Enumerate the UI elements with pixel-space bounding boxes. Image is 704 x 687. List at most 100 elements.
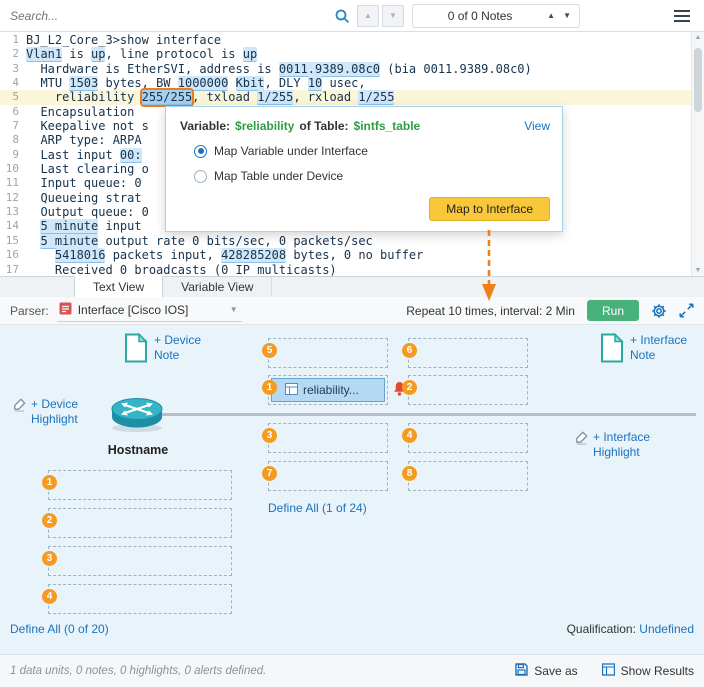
line-number: 9 bbox=[0, 148, 26, 162]
collapse-icon[interactable] bbox=[679, 303, 694, 318]
code-token[interactable]: 00: bbox=[120, 148, 142, 163]
code-text: Received 0 broadcasts (0 IP multicasts) bbox=[26, 263, 337, 277]
code-token[interactable]: 5 minute bbox=[40, 219, 98, 234]
code-text bbox=[228, 76, 235, 90]
interface-wire bbox=[148, 413, 696, 416]
code-text: , rxload bbox=[293, 90, 358, 104]
interface-highlight-icon bbox=[574, 430, 589, 448]
notes-next-button[interactable]: ▼ bbox=[563, 11, 571, 20]
qualification: Qualification: Undefined bbox=[567, 622, 694, 636]
show-results-button[interactable]: Show Results bbox=[602, 663, 694, 679]
notes-prev-button[interactable]: ▲ bbox=[547, 11, 555, 20]
code-text: Last clearing o bbox=[26, 162, 149, 176]
code-line: 5 reliability 255/255, txload 1/255, rxl… bbox=[0, 90, 704, 104]
code-token[interactable]: 5418016 bbox=[55, 248, 106, 263]
router-icon[interactable] bbox=[108, 385, 166, 436]
search-input[interactable] bbox=[0, 9, 330, 23]
search-prev-button[interactable]: ▲ bbox=[357, 5, 379, 27]
code-text: reliability bbox=[26, 90, 142, 104]
map-to-interface-button[interactable]: Map to Interface bbox=[429, 197, 550, 221]
slot-number: 2 bbox=[402, 380, 417, 395]
add-interface-note[interactable]: + Interface Note bbox=[600, 333, 692, 366]
add-interface-highlight[interactable]: + Interface Highlight bbox=[574, 430, 653, 460]
editor-scrollbar[interactable]: ▲ ▼ bbox=[691, 32, 704, 276]
interface-slot-5[interactable]: 5 bbox=[268, 338, 388, 368]
menu-icon[interactable] bbox=[674, 10, 690, 22]
code-text: , txload bbox=[192, 90, 257, 104]
device-note-icon bbox=[124, 333, 148, 366]
code-token[interactable]: up bbox=[91, 47, 105, 62]
add-device-note[interactable]: + Device Note bbox=[124, 333, 206, 366]
chip-label: reliability... bbox=[303, 383, 359, 397]
slot-number: 3 bbox=[42, 551, 57, 566]
option-map-table[interactable]: Map Table under Device bbox=[194, 169, 550, 183]
code-token[interactable]: 1/255 bbox=[257, 90, 293, 105]
code-token[interactable]: 1000000 bbox=[178, 76, 229, 91]
code-line: 16 5418016 packets input, 428285208 byte… bbox=[0, 248, 704, 262]
device-slot-3[interactable]: 3 bbox=[48, 546, 232, 576]
interface-slot-6[interactable]: 6 bbox=[408, 338, 528, 368]
interface-slot-4[interactable]: 4 bbox=[408, 423, 528, 453]
code-token[interactable]: 1503 bbox=[69, 76, 98, 91]
qualification-value-link[interactable]: Undefined bbox=[639, 622, 694, 636]
option-map-variable-label: Map Variable under Interface bbox=[214, 144, 368, 158]
code-text: usec, bbox=[322, 76, 365, 90]
slot-number: 5 bbox=[262, 343, 277, 358]
interface-slot-1-reliability[interactable]: 1 reliability... bbox=[268, 375, 388, 405]
tab-text-view[interactable]: Text View bbox=[74, 276, 163, 298]
add-device-highlight[interactable]: + Device Highlight bbox=[12, 397, 83, 427]
code-text: Encapsulation bbox=[26, 105, 134, 119]
code-token[interactable]: 1/255 bbox=[358, 90, 394, 105]
code-token[interactable]: 5 minute bbox=[40, 234, 98, 249]
parser-value: Interface [Cisco IOS] bbox=[78, 303, 189, 317]
code-token[interactable]: 428285208 bbox=[221, 248, 286, 263]
device-slot-2[interactable]: 2 bbox=[48, 508, 232, 538]
code-token[interactable]: up bbox=[243, 47, 257, 62]
define-all-interface-link[interactable]: Define All (1 of 24) bbox=[268, 501, 367, 515]
scroll-down-icon[interactable]: ▼ bbox=[692, 267, 704, 274]
code-line: 4 MTU 1503 bytes, BW 1000000 Kbit, DLY 1… bbox=[0, 76, 704, 90]
line-number: 8 bbox=[0, 133, 26, 147]
scroll-up-icon[interactable]: ▲ bbox=[692, 34, 704, 41]
option-map-variable[interactable]: Map Variable under Interface bbox=[194, 144, 550, 158]
add-device-note-label: + Device Note bbox=[154, 333, 206, 363]
code-text: packets input, bbox=[105, 248, 221, 262]
radio-unselected-icon bbox=[194, 170, 207, 183]
tab-variable-view[interactable]: Variable View bbox=[163, 277, 272, 297]
line-number: 3 bbox=[0, 62, 26, 76]
code-text bbox=[26, 234, 40, 248]
variable-name: $reliability bbox=[235, 119, 294, 133]
interface-slot-2[interactable]: 2 bbox=[408, 375, 528, 405]
code-token[interactable]: Vlan1 bbox=[26, 47, 62, 62]
option-map-table-label: Map Table under Device bbox=[214, 169, 343, 183]
parser-toolbar: Parser: Interface [Cisco IOS] ▼ Repeat 1… bbox=[0, 297, 704, 325]
scrollbar-thumb[interactable] bbox=[694, 48, 702, 112]
interface-slot-3[interactable]: 3 bbox=[268, 423, 388, 453]
line-number: 4 bbox=[0, 76, 26, 90]
qualification-label: Qualification: bbox=[567, 622, 636, 636]
interface-slot-7[interactable]: 7 bbox=[268, 461, 388, 491]
save-as-button[interactable]: Save as bbox=[515, 663, 577, 679]
device-slot-4[interactable]: 4 bbox=[48, 584, 232, 614]
slot-number: 7 bbox=[262, 466, 277, 481]
variable-chip[interactable]: reliability... bbox=[271, 378, 385, 402]
parser-select[interactable]: Interface [Cisco IOS] ▼ bbox=[57, 300, 242, 322]
selected-variable-token[interactable]: 255/255 bbox=[142, 90, 193, 105]
view-link[interactable]: View bbox=[524, 119, 550, 133]
line-number: 15 bbox=[0, 234, 26, 248]
run-button[interactable]: Run bbox=[587, 300, 639, 321]
code-token[interactable]: Kbit bbox=[236, 76, 265, 91]
device-slot-1[interactable]: 1 bbox=[48, 470, 232, 500]
code-token[interactable]: 10 bbox=[308, 76, 322, 91]
code-text: bytes, BW bbox=[98, 76, 177, 90]
interface-slot-8[interactable]: 8 bbox=[408, 461, 528, 491]
code-text: Input queue: 0 bbox=[26, 176, 142, 190]
define-all-device-link[interactable]: Define All (0 of 20) bbox=[10, 622, 109, 636]
search-icon[interactable] bbox=[330, 4, 354, 28]
search-next-button[interactable]: ▼ bbox=[382, 5, 404, 27]
line-number: 13 bbox=[0, 205, 26, 219]
gear-icon[interactable] bbox=[651, 303, 667, 319]
code-token[interactable]: 0011.9389.08c0 bbox=[279, 62, 380, 77]
line-number: 17 bbox=[0, 263, 26, 277]
